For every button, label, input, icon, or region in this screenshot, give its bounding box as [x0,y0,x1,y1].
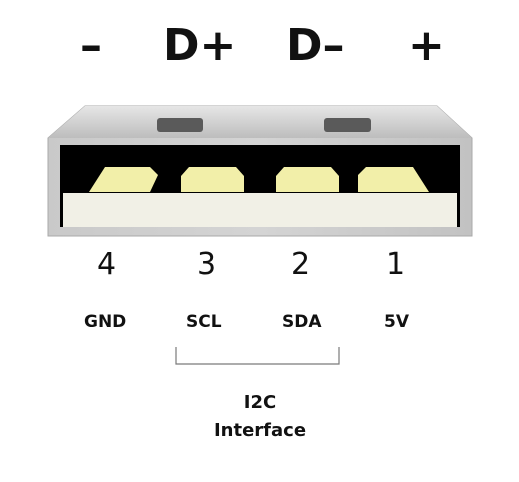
pin-number-3: 3 [197,247,217,282]
connector-shell-top-bevel [48,106,472,138]
pin-function-5v: 5V [384,312,409,332]
i2c-bracket [175,347,340,365]
pin-number-2: 2 [291,247,311,282]
contact-pin-2 [276,167,339,192]
signal-label-data-plus: D+ [163,20,237,71]
signal-label-ground: – [80,20,102,71]
pin-function-gnd: GND [84,312,127,332]
latch-window-left [157,118,203,132]
signal-label-data-minus: D– [286,20,345,71]
pin-function-scl: SCL [186,312,222,332]
contact-pin-4 [89,167,158,192]
i2c-group-label-line1: I2C [243,392,277,413]
i2c-group-label-line2: Interface [213,420,307,441]
contact-pin-3 [181,167,244,192]
contact-pin-1 [358,167,429,192]
latch-window-right [324,118,371,132]
pin-number-1: 1 [386,247,406,282]
pin-number-4: 4 [97,247,117,282]
signal-label-power: + [408,20,445,71]
contact-tongue [63,193,457,227]
pin-function-sda: SDA [282,312,322,332]
